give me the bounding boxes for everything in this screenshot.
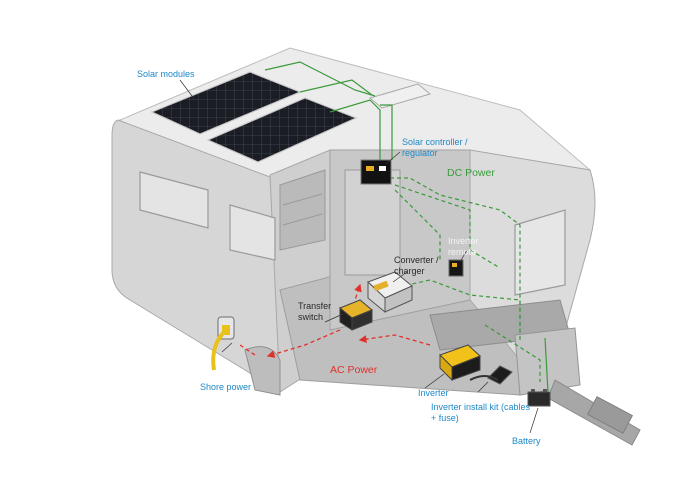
inverter-install-kit-label: Inverter install kit (cables + fuse) <box>431 402 531 423</box>
shore-power-cable <box>211 325 230 371</box>
transfer-switch-label: Transfer switch <box>298 301 332 322</box>
converter-charger-label: Converter / charger <box>394 255 439 276</box>
inverter-label: Inverter <box>418 388 449 398</box>
battery-label: Battery <box>512 436 541 446</box>
battery <box>527 389 551 407</box>
transfer-switch <box>339 299 373 331</box>
ac-power-label: AC Power <box>330 364 378 376</box>
solar-controller-label: Solar controller / regulator <box>402 137 468 158</box>
solar-modules-label: Solar modules <box>137 69 195 79</box>
inverter-remote-label: Inverter remote <box>448 236 479 257</box>
leader-lines <box>179 79 539 434</box>
inverter <box>439 344 481 382</box>
ac-wiring <box>239 283 431 358</box>
dc-power-label: DC Power <box>447 167 495 179</box>
shore-power-label: Shore power <box>200 382 252 392</box>
inverter-install-kit <box>469 365 513 385</box>
caravan-body <box>111 47 641 446</box>
converter-charger <box>367 271 413 314</box>
dc-wiring <box>264 61 549 393</box>
inverter-remote <box>448 259 464 277</box>
